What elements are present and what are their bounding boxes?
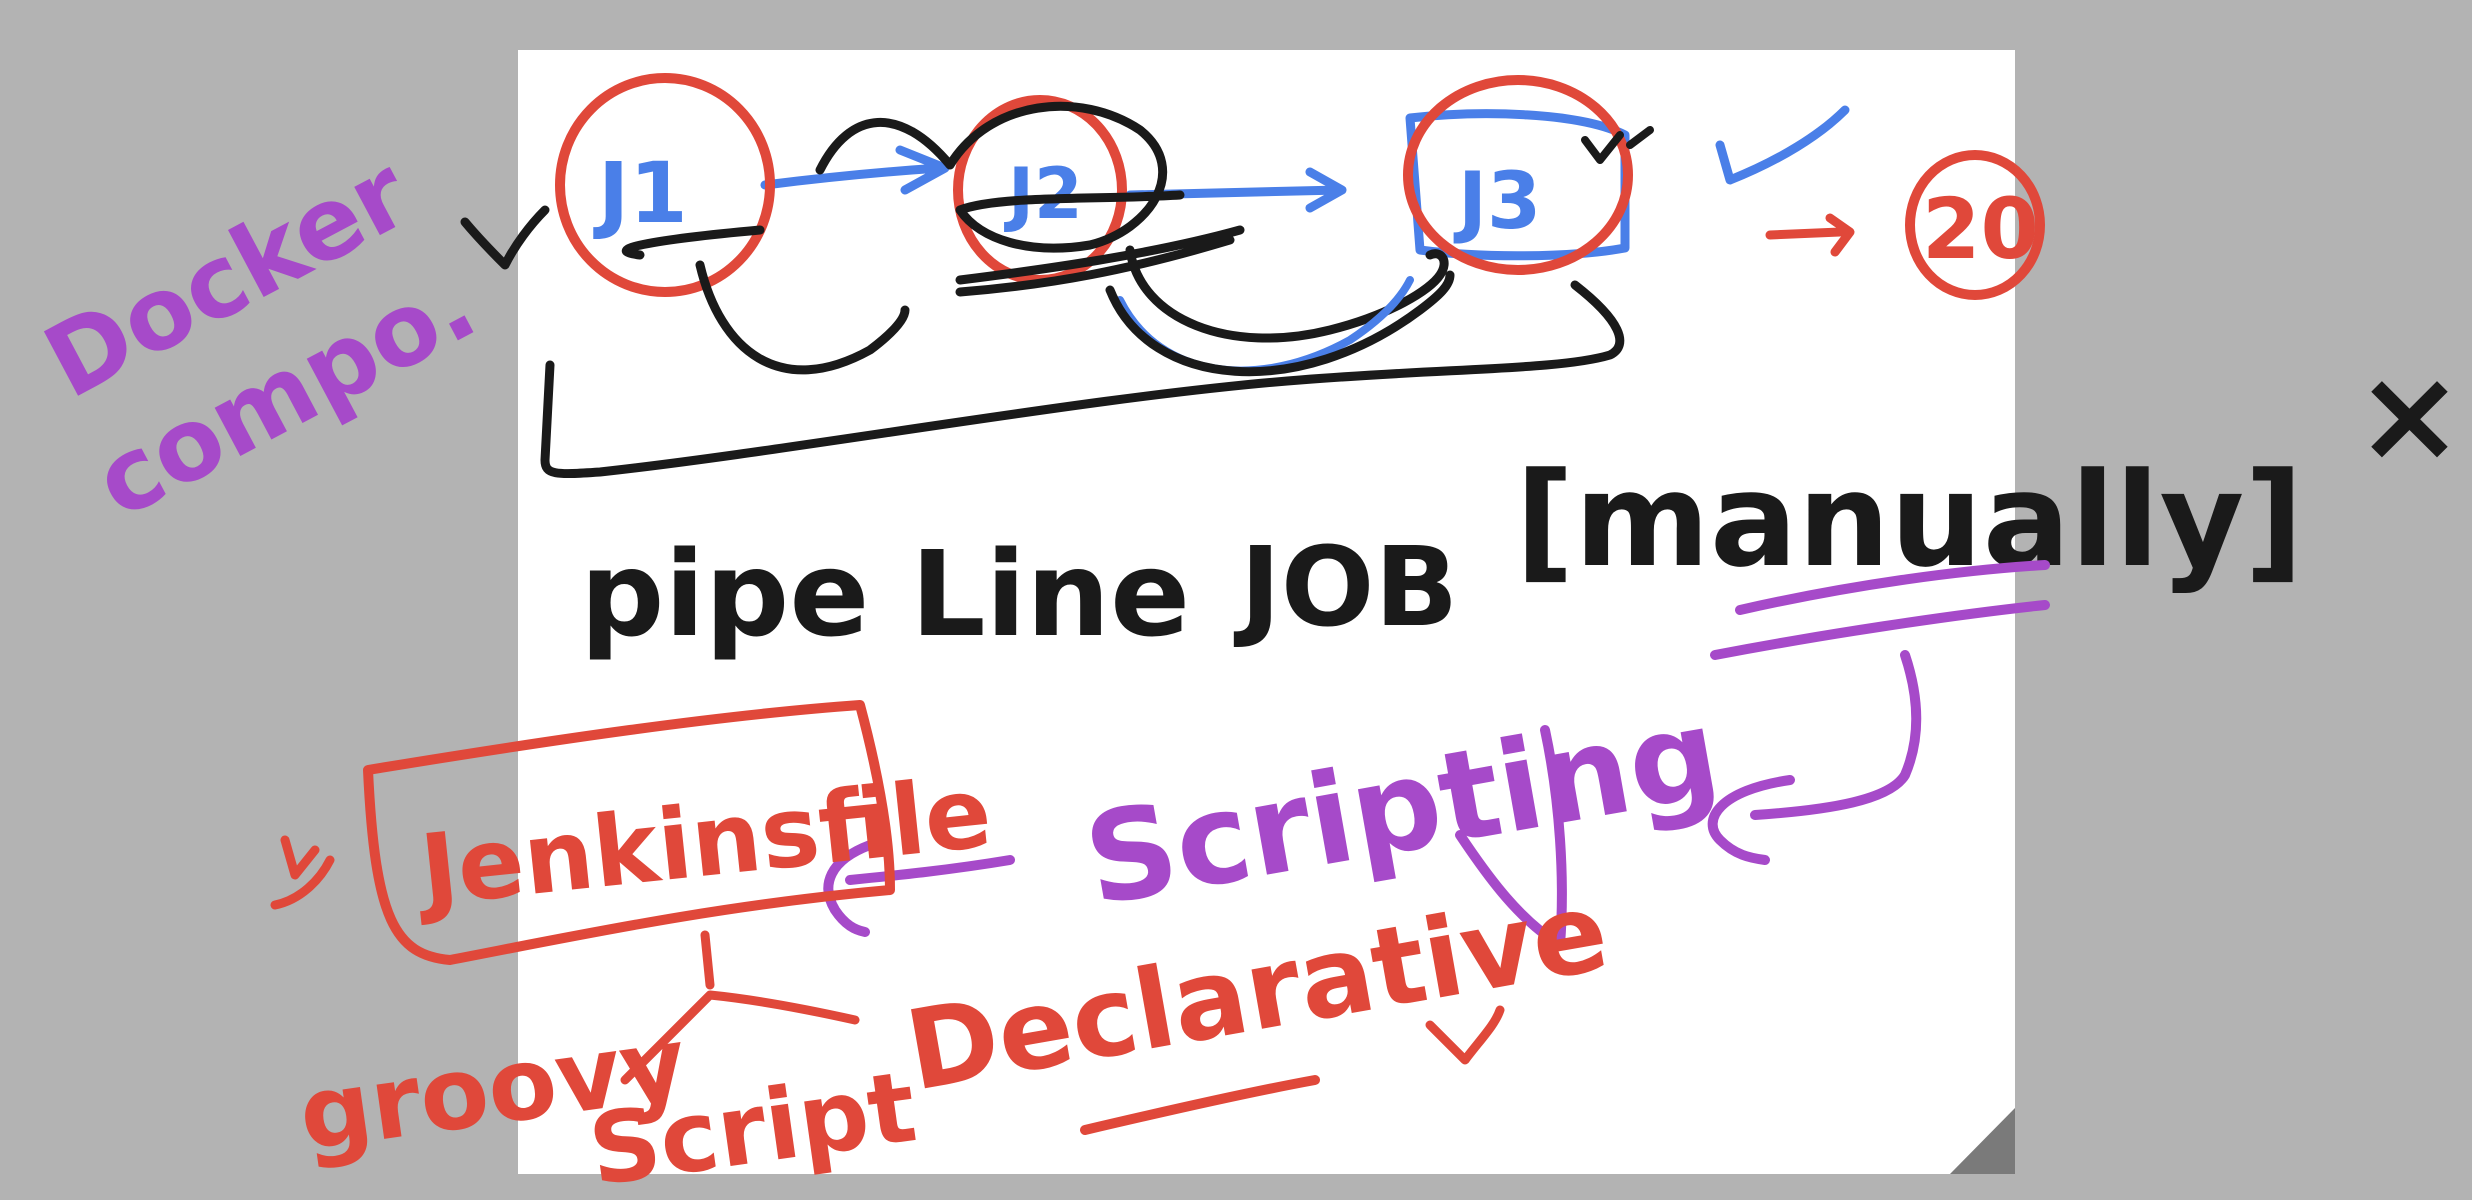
job-label-j1: J1 bbox=[593, 144, 688, 242]
cross-mark: × bbox=[2355, 339, 2464, 491]
j3-box bbox=[1405, 109, 1630, 261]
manually-to-scripting-arrow bbox=[1707, 650, 1922, 865]
check-mark-left bbox=[460, 205, 550, 270]
arrow-j1-j2 bbox=[760, 145, 950, 195]
manually-text: [manually] bbox=[1515, 444, 2304, 596]
jenkinsfile-tree bbox=[620, 930, 860, 1085]
arrow-to-count bbox=[1765, 213, 1855, 257]
scripting-to-jenkinsfile-arrow bbox=[823, 840, 1015, 937]
count-label: 20 bbox=[1922, 180, 2039, 278]
scripting-check bbox=[1455, 725, 1567, 950]
jenkinsfile-text: Jenkinsfile bbox=[410, 756, 997, 930]
job-label-j3: J3 bbox=[1453, 157, 1541, 247]
j3-circle bbox=[1403, 75, 1633, 275]
check-mark-blue bbox=[1715, 105, 1850, 185]
jenkinsfile-box bbox=[363, 700, 895, 965]
job-text: JOB bbox=[1233, 523, 1458, 651]
declarative-underline bbox=[1080, 1075, 1320, 1135]
page-curl-corner bbox=[1950, 1108, 2015, 1174]
pipeline-text: pipe Line bbox=[580, 525, 1190, 663]
scripting-text: Scripting bbox=[1075, 681, 1730, 935]
declarative-check bbox=[1425, 1005, 1505, 1065]
loop-j2-j3-outer bbox=[1105, 270, 1455, 377]
note-page bbox=[518, 50, 2015, 1174]
j1-circle bbox=[555, 73, 775, 297]
curve-under-j1 bbox=[622, 225, 910, 375]
check-mark-j3 bbox=[1581, 126, 1654, 164]
scribble-j2 bbox=[815, 101, 1245, 297]
loop-j2-j3 bbox=[1125, 245, 1449, 343]
jenkinsfile-arrow-mark bbox=[270, 835, 335, 910]
pipeline-bracket bbox=[540, 280, 1625, 479]
manually-underline bbox=[1710, 560, 2050, 660]
count-circle bbox=[1905, 150, 2045, 300]
loop-j2-j3-blue bbox=[1116, 276, 1414, 375]
